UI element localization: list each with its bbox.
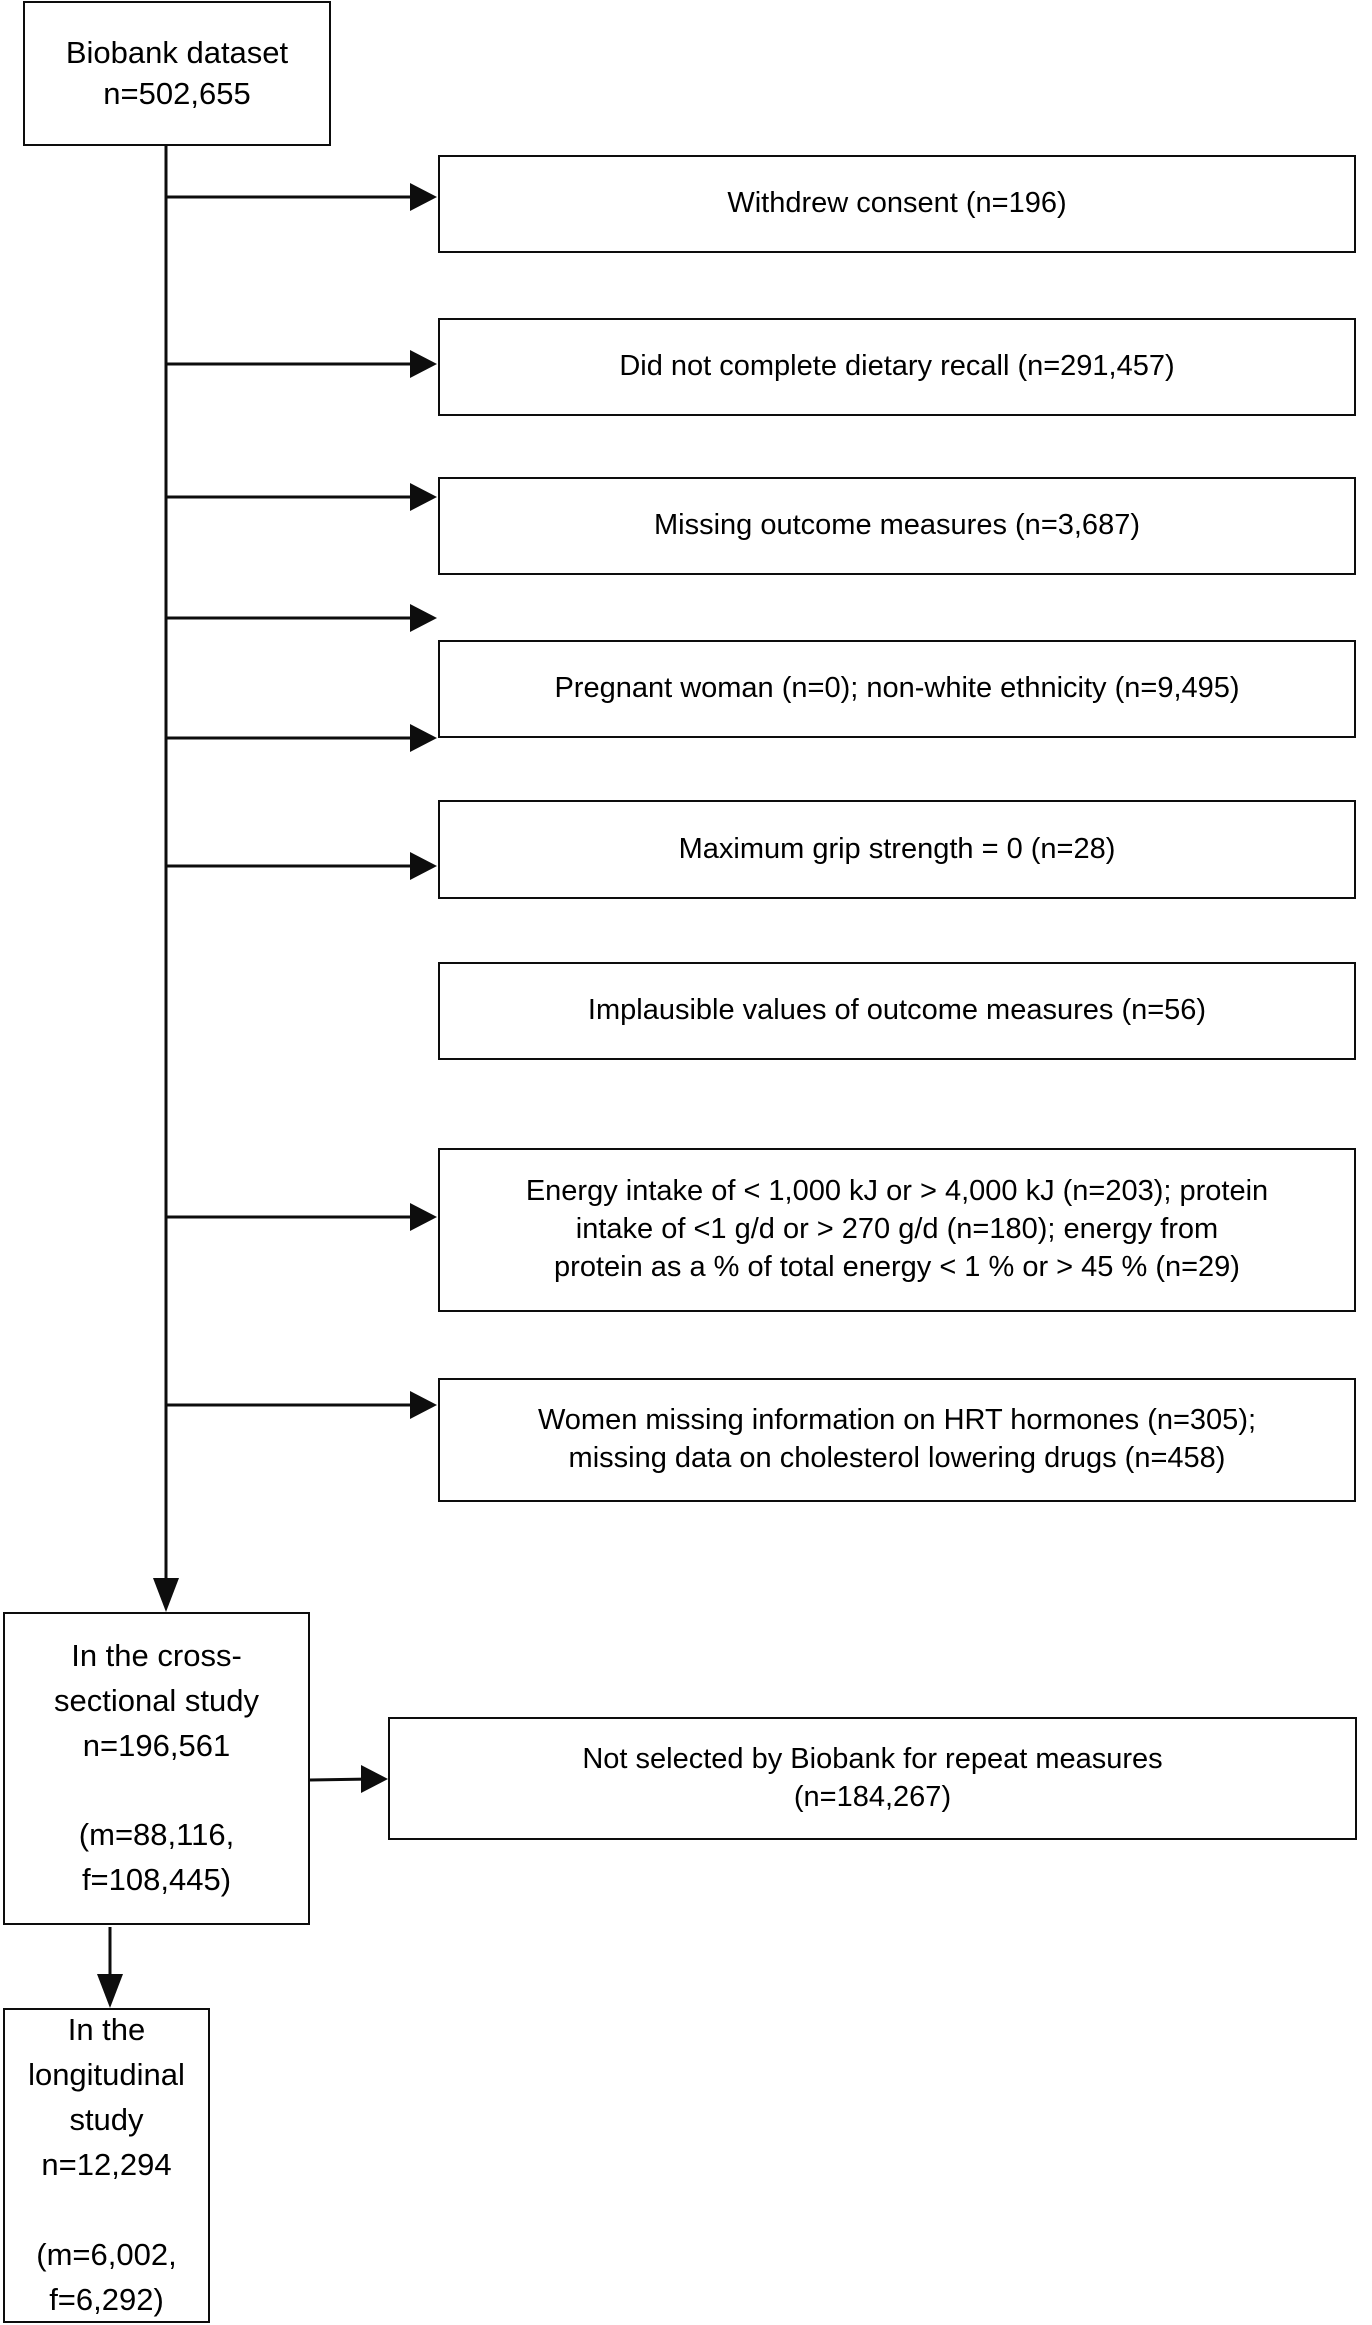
exclusion-box-missing-outcome-measures: Missing outcome measures (n=3,687) bbox=[438, 477, 1356, 575]
node-cross-sectional-line3: n=196,561 bbox=[82, 1727, 231, 1763]
exclusion-text-energy-protein-limits-line3: protein as a % of total energy < 1 % or … bbox=[554, 1250, 1240, 1283]
node-cross-sectional-line1: In the cross- bbox=[71, 1637, 242, 1673]
exclusion-box-missing-hrt-cholesterol: Women missing information on HRT hormone… bbox=[438, 1378, 1356, 1502]
exclusion-box-pregnant-or-nonwhite: Pregnant woman (n=0); non-white ethnicit… bbox=[438, 640, 1356, 738]
node-longitudinal-line1: In the bbox=[67, 2012, 146, 2048]
exclusion-text-missing-hrt-cholesterol-line1: Women missing information on HRT hormone… bbox=[537, 1404, 1257, 1437]
node-cross-sectional-study: In the cross- sectional study n=196,561 … bbox=[3, 1612, 310, 1925]
node-longitudinal-study: In the longitudinal study n=12,294 (m=6,… bbox=[3, 2008, 210, 2323]
exclusion-box-no-dietary-recall: Did not complete dietary recall (n=291,4… bbox=[438, 318, 1356, 416]
exclusion-box-withdrew-consent: Withdrew consent (n=196) bbox=[438, 155, 1356, 253]
exclusion-box-zero-grip-strength: Maximum grip strength = 0 (n=28) bbox=[438, 800, 1356, 899]
exclusion-text-not-selected-line1: Not selected by Biobank for repeat measu… bbox=[582, 1742, 1163, 1775]
exclusion-text-missing-hrt-cholesterol-line2: missing data on cholesterol lowering dru… bbox=[568, 1442, 1226, 1474]
node-longitudinal-line4: (m=6,002, bbox=[36, 2236, 177, 2272]
node-longitudinal-line3: study n=12,294 bbox=[41, 2102, 172, 2183]
exclusion-text-pregnant-or-nonwhite: Pregnant woman (n=0); non-white ethnicit… bbox=[554, 672, 1240, 705]
exclusion-text-energy-protein-limits-line1: Energy intake of < 1,000 kJ or > 4,000 k… bbox=[525, 1175, 1269, 1208]
node-biobank-dataset-line1: Biobank dataset bbox=[65, 35, 289, 71]
node-cross-sectional-line2: sectional study bbox=[53, 1682, 260, 1718]
node-biobank-dataset-text: Biobank dataset n=502,655 bbox=[39, 33, 315, 114]
node-longitudinal-line2: longitudinal bbox=[28, 2057, 185, 2093]
node-biobank-dataset-line2: n=502,655 bbox=[103, 75, 251, 111]
node-cross-sectional-line4: (m=88,116, bbox=[78, 1817, 235, 1853]
node-cross-sectional-line5: f=108,445) bbox=[81, 1862, 232, 1898]
node-longitudinal-line5: f=6,292) bbox=[49, 2281, 164, 2317]
exclusion-text-zero-grip-strength: Maximum grip strength = 0 (n=28) bbox=[678, 832, 1116, 865]
exclusion-text-energy-protein-limits-line2: intake of <1 g/d or > 270 g/d (n=180); e… bbox=[575, 1213, 1219, 1246]
exclusion-text-implausible-values: Implausible values of outcome measures (… bbox=[587, 994, 1207, 1027]
exclusion-text-missing-outcome-measures: Missing outcome measures (n=3,687) bbox=[654, 509, 1140, 542]
exclusion-box-not-selected-repeat-measures: Not selected by Biobank for repeat measu… bbox=[388, 1717, 1357, 1840]
exclusion-text-withdrew-consent: Withdrew consent (n=196) bbox=[727, 187, 1067, 220]
exclusion-text-no-dietary-recall: Did not complete dietary recall (n=291,4… bbox=[619, 350, 1175, 383]
node-biobank-dataset: Biobank dataset n=502,655 bbox=[23, 1, 331, 146]
exclusion-box-energy-protein-limits: Energy intake of < 1,000 kJ or > 4,000 k… bbox=[438, 1148, 1356, 1312]
exclusion-text-not-selected-line2: (n=184,267) bbox=[793, 1780, 952, 1813]
exclusion-box-implausible-values: Implausible values of outcome measures (… bbox=[438, 962, 1356, 1060]
